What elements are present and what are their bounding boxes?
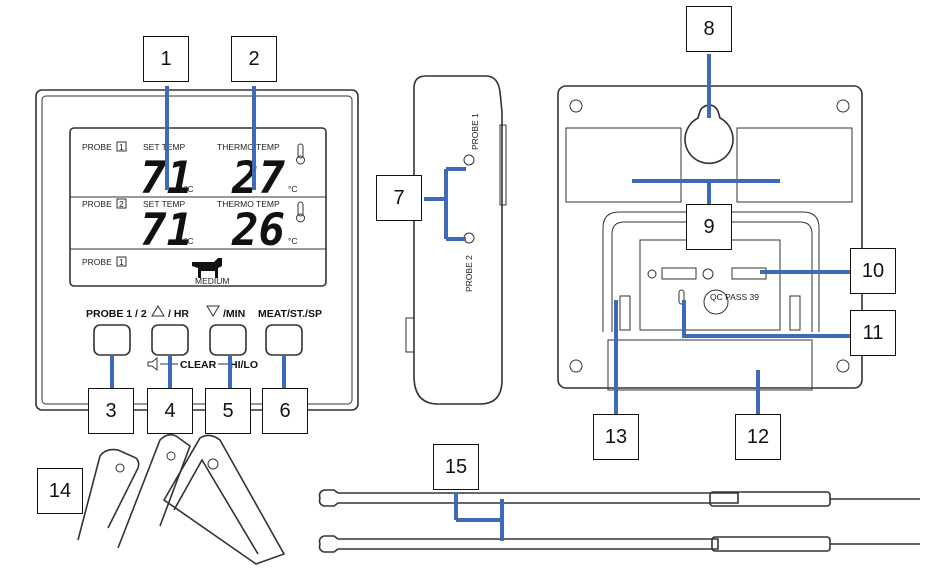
min-button[interactable]: [209, 324, 247, 356]
thermometer-icon: [296, 143, 305, 165]
speaker-icon: [147, 356, 158, 372]
callout-7: 7: [376, 175, 422, 221]
callout-10: 10: [850, 248, 896, 294]
lcd-probe-label-1: PROBE: [82, 142, 112, 152]
hr-button-label: / HR: [168, 308, 189, 320]
hr-button[interactable]: [151, 324, 189, 356]
callout-5: 5: [205, 388, 251, 434]
power-switch[interactable]: [661, 267, 697, 280]
lcd-unit-2b: °C: [288, 236, 298, 246]
callout-12: 12: [735, 414, 781, 460]
clock-icon: [702, 268, 714, 280]
callout-4: 4: [147, 388, 193, 434]
callout-14: 14: [37, 468, 83, 514]
lcd-thermo-value-2: 26: [231, 205, 285, 256]
lcd-probe-box-2: 2: [119, 199, 124, 209]
callout-13: 13: [593, 414, 639, 460]
lcd-set-temp-label-1: SET TEMP: [143, 142, 186, 152]
lcd-probe-box-3: 1: [119, 257, 124, 267]
cow-icon: [192, 258, 222, 278]
temperature-icon: [678, 289, 685, 305]
lcd-unit-1b: °C: [288, 184, 298, 194]
lcd-thermo-temp-label-2: THERMO TEMP: [217, 199, 280, 209]
probe-clip: [77, 433, 286, 565]
callout-11: 11: [850, 310, 896, 356]
callout-15: 15: [433, 444, 479, 490]
callout-1: 1: [143, 36, 189, 82]
meat-button[interactable]: [265, 324, 303, 356]
side-unit: PROBE 1 PROBE 2: [405, 75, 507, 405]
probe-1-jack: [463, 154, 475, 166]
min-button-label: /MIN: [223, 308, 245, 320]
hilo-label: HI/LO: [230, 359, 258, 371]
lcd-probe-box-1: 1: [119, 142, 124, 152]
keyhole-icon: [684, 104, 734, 165]
qc-pass-sticker: QC PASS 39: [703, 289, 759, 315]
callout-6: 6: [262, 388, 308, 434]
callout-8: 8: [686, 6, 732, 52]
thermometer-icon: [296, 201, 305, 223]
up-arrow-icon: [151, 305, 165, 317]
callout-2: 2: [231, 36, 277, 82]
meat-button-label: MEAT/ST./SP: [258, 308, 322, 320]
lcd-set-temp-label-2: SET TEMP: [143, 199, 186, 209]
probes: [318, 489, 920, 553]
lcd-unit-1a: °C: [184, 184, 194, 194]
callout-9: 9: [686, 204, 732, 250]
side-probe-2-label: PROBE 2: [464, 255, 474, 292]
lcd-thermo-value-1: 27: [231, 153, 285, 204]
qc-pass-text: QC PASS 39: [710, 292, 759, 302]
probe-button-label: PROBE 1 / 2: [86, 308, 147, 320]
power-icon: [647, 269, 657, 279]
probe-button[interactable]: [93, 324, 131, 356]
lcd-screen: [69, 127, 327, 287]
lcd-unit-2a: °C: [184, 236, 194, 246]
callout-3: 3: [88, 388, 134, 434]
clear-label: CLEAR: [180, 359, 217, 371]
lcd-thermo-temp-label-1: THERMO TEMP: [217, 142, 280, 152]
down-arrow-icon: [206, 305, 220, 317]
side-probe-1-label: PROBE 1: [470, 113, 480, 150]
leader-lines: [110, 54, 850, 541]
lcd-probe-label-3: PROBE: [82, 257, 112, 267]
lcd-meat-level: MEDIUM: [195, 276, 229, 286]
lcd-probe-label-2: PROBE: [82, 199, 112, 209]
lcd-set-value-2: 71: [140, 205, 193, 256]
front-unit: PROBE 1 SET TEMP THERMO TEMP 71 27 °C °C…: [35, 89, 359, 411]
